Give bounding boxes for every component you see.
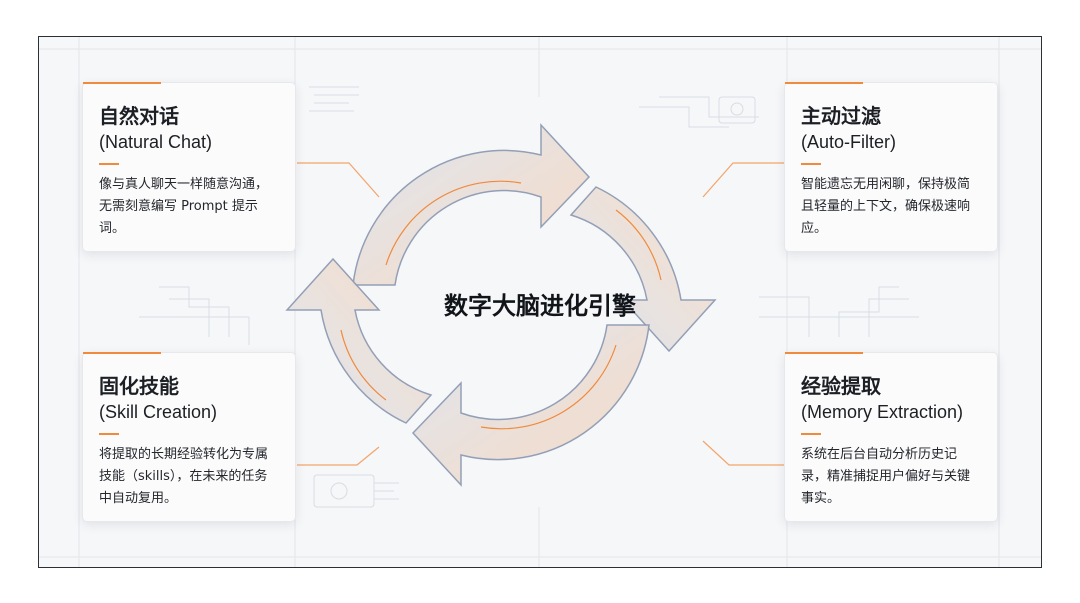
card-subtitle: (Auto-Filter) (801, 132, 897, 152)
card-description: 系统在后台自动分析历史记录，精准捕捉用户偏好与关键事实。 (801, 447, 971, 506)
card-description: 将提取的长期经验转化为专属技能（skills），在未来的任务中自动复用。 (99, 447, 269, 506)
card-accent-line (785, 82, 863, 84)
cycle-arrow-top-left-icon (352, 123, 591, 286)
card-description: 智能遗忘无用闲聊，保持极简且轻量的上下文，确保极速响应。 (801, 177, 971, 236)
card-subtitle: (Natural Chat) (99, 132, 213, 152)
card-description: 像与真人聊天一样随意沟通，无需刻意编写 Prompt 提示词。 (99, 177, 269, 236)
card-title: 自然对话 (99, 104, 179, 128)
cycle-arrows (285, 123, 717, 487)
cycle-arrow-top-right-icon (569, 186, 717, 353)
card-subtitle: (Skill Creation) (99, 402, 218, 422)
card-accent-line (83, 82, 161, 84)
card-title: 经验提取 (801, 374, 881, 398)
card-divider (99, 163, 119, 165)
card-subtitle: (Memory Extraction) (801, 402, 964, 422)
card-skill-creation: 固化技能 (Skill Creation) 将提取的长期经验转化为专属技能（sk… (82, 352, 296, 522)
card-auto-filter: 主动过滤 (Auto-Filter) 智能遗忘无用闲聊，保持极简且轻量的上下文，… (784, 82, 998, 252)
cycle-arrow-bottom-left-icon (285, 257, 433, 424)
card-title: 主动过滤 (801, 104, 881, 128)
card-title: 固化技能 (99, 374, 179, 398)
card-memory-extraction: 经验提取 (Memory Extraction) 系统在后台自动分析历史记录，精… (784, 352, 998, 522)
card-natural-chat: 自然对话 (Natural Chat) 像与真人聊天一样随意沟通，无需刻意编写 … (82, 82, 296, 252)
cycle-arrow-bottom-right-icon (411, 324, 650, 487)
card-divider (801, 433, 821, 435)
card-accent-line (83, 352, 161, 354)
center-title: 数字大脑进化引擎 (444, 292, 636, 320)
card-divider (99, 433, 119, 435)
card-divider (801, 163, 821, 165)
card-accent-line (785, 352, 863, 354)
